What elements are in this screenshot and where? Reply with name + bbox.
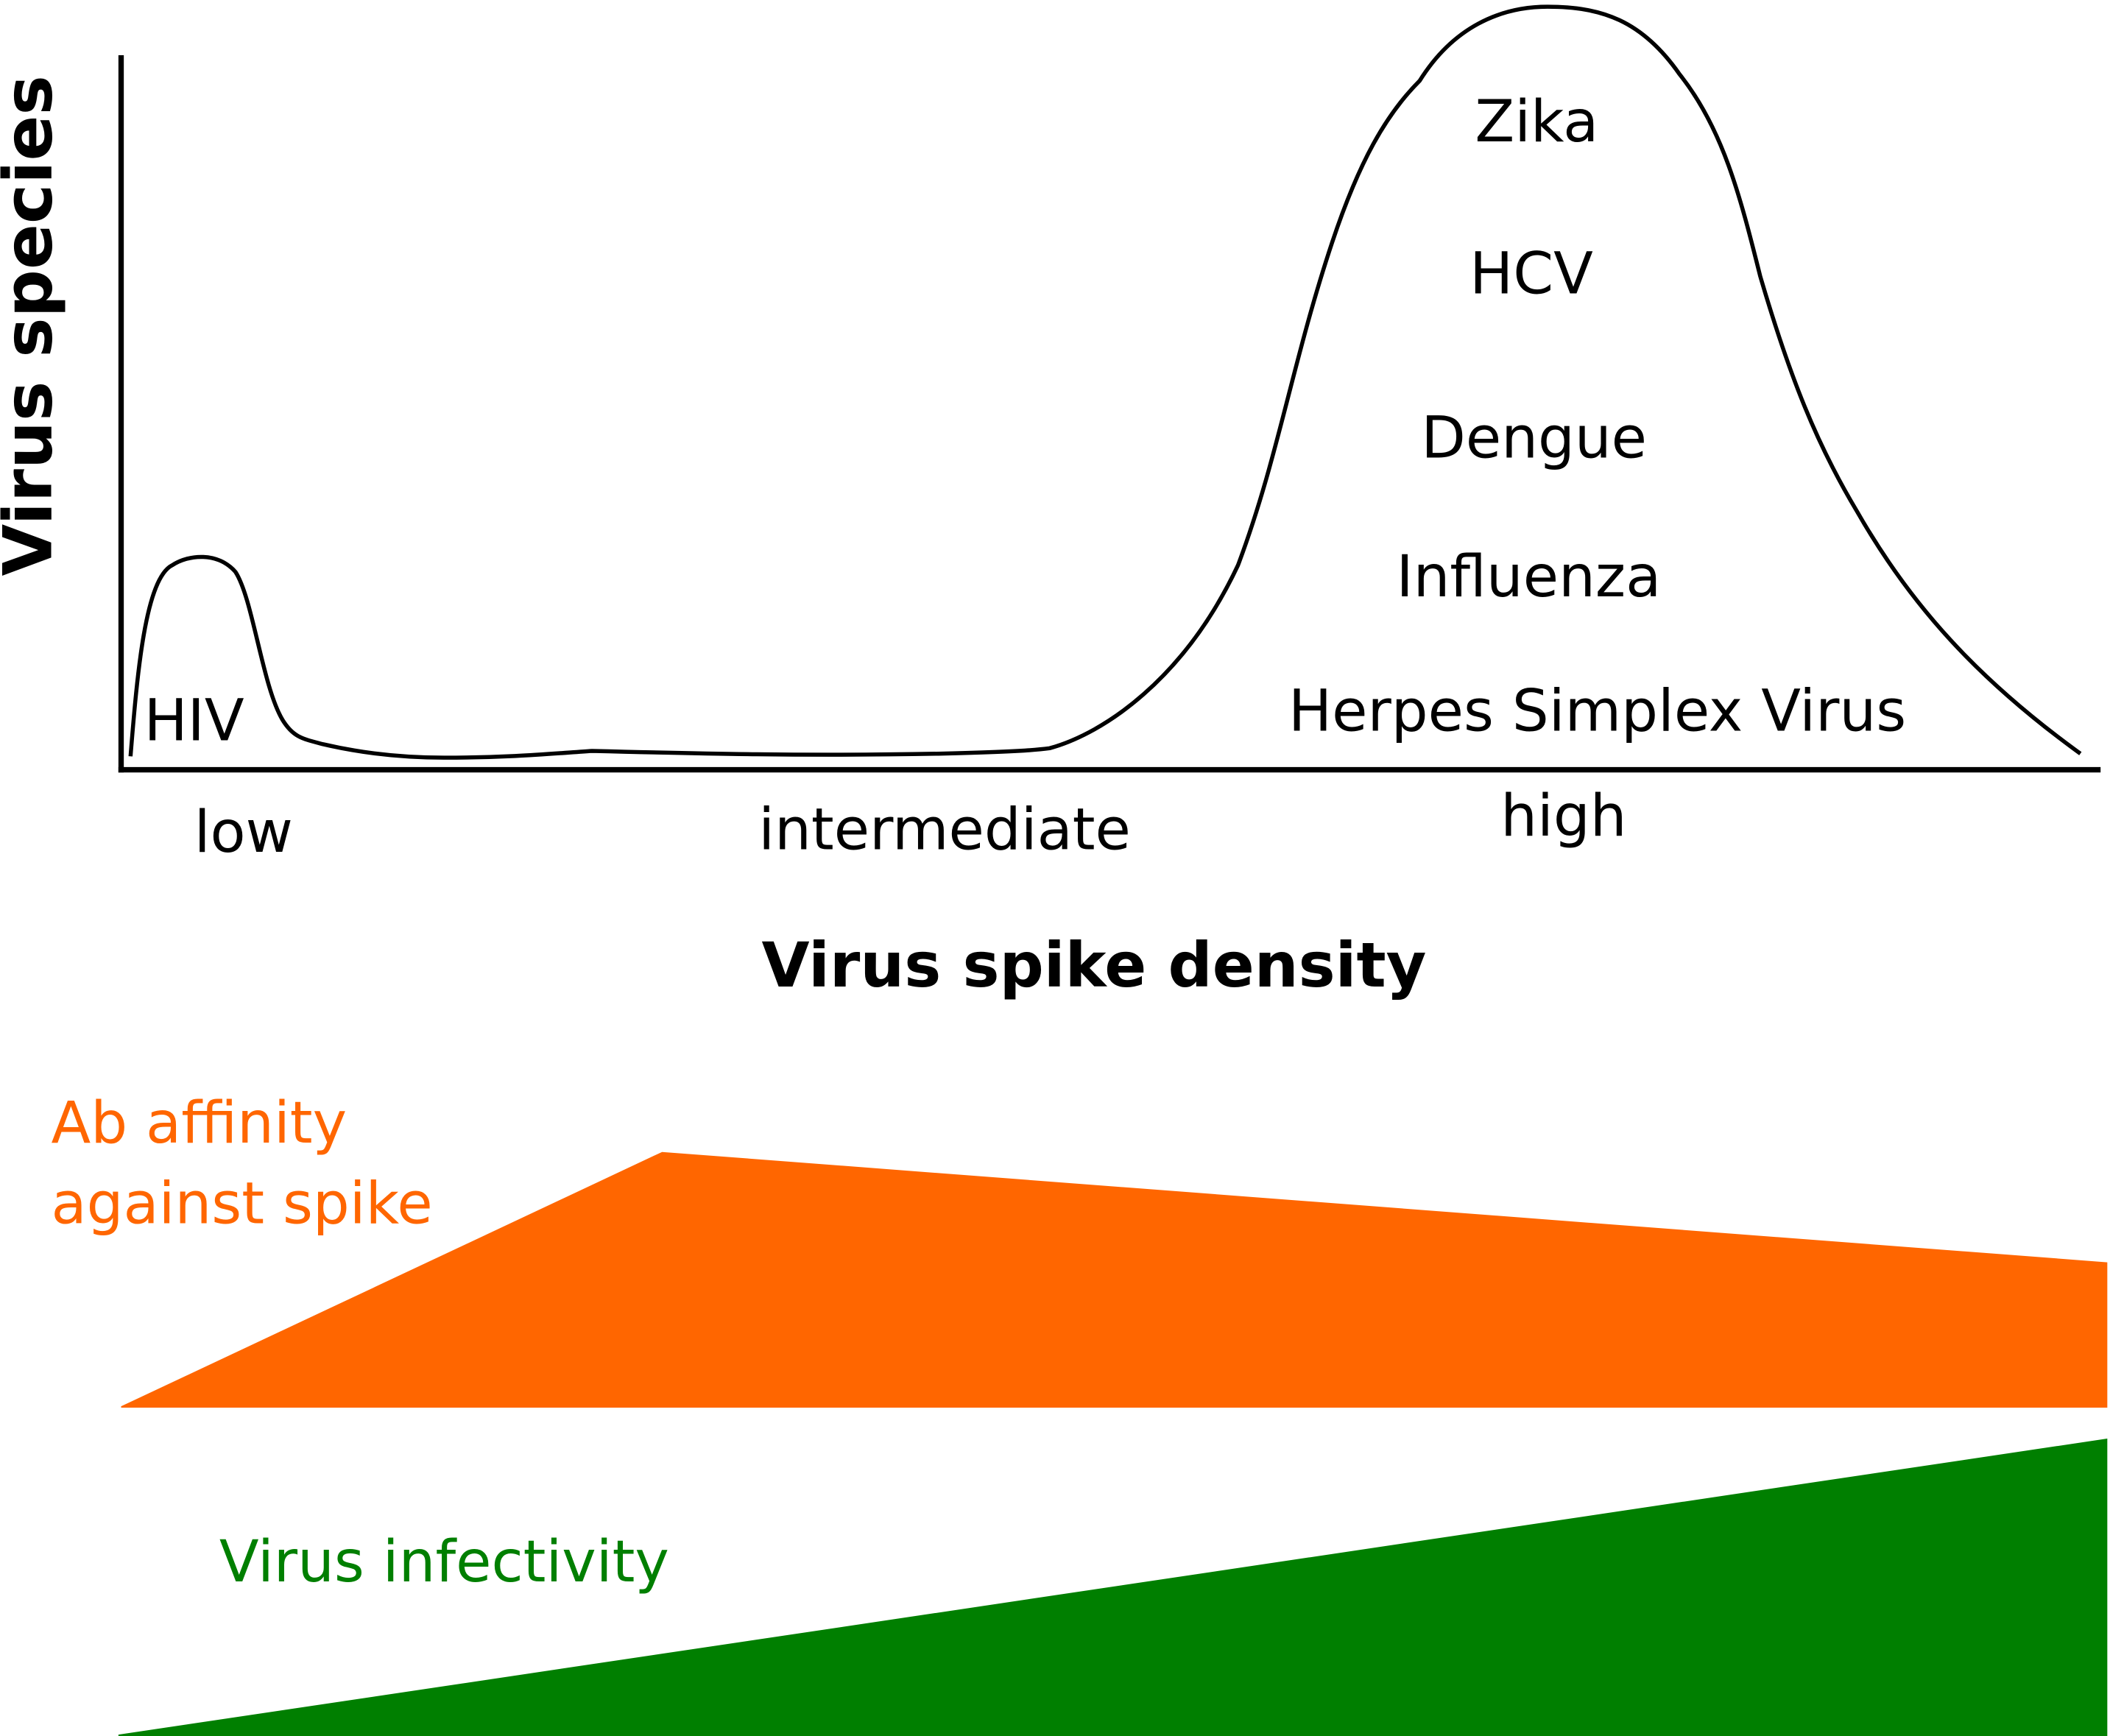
label-hcv: HCV [1469,239,1593,307]
infectivity-label: Virus infectivity [219,1528,669,1595]
infectivity-wedge [118,1439,2108,1736]
label-zika: Zika [1475,88,1598,155]
ab-affinity-label-line1: Ab affinity [51,1089,347,1157]
label-dengue: Dengue [1421,403,1647,471]
y-axis-title: Virus species [0,75,67,576]
x-tick-intermediate: intermediate [758,795,1131,863]
x-axis-title: Virus spike density [762,929,1427,1001]
label-influenza: Influenza [1396,543,1661,610]
x-tick-low: low [194,798,293,866]
x-tick-high: high [1500,782,1626,850]
label-hiv: HIV [144,686,244,754]
distribution-curve [128,4,2082,760]
ab-affinity-label-line2: against spike [51,1170,432,1238]
ab-affinity-wedge [121,1151,2108,1408]
label-herpes-simplex-virus: Herpes Simplex Virus [1288,677,1906,745]
